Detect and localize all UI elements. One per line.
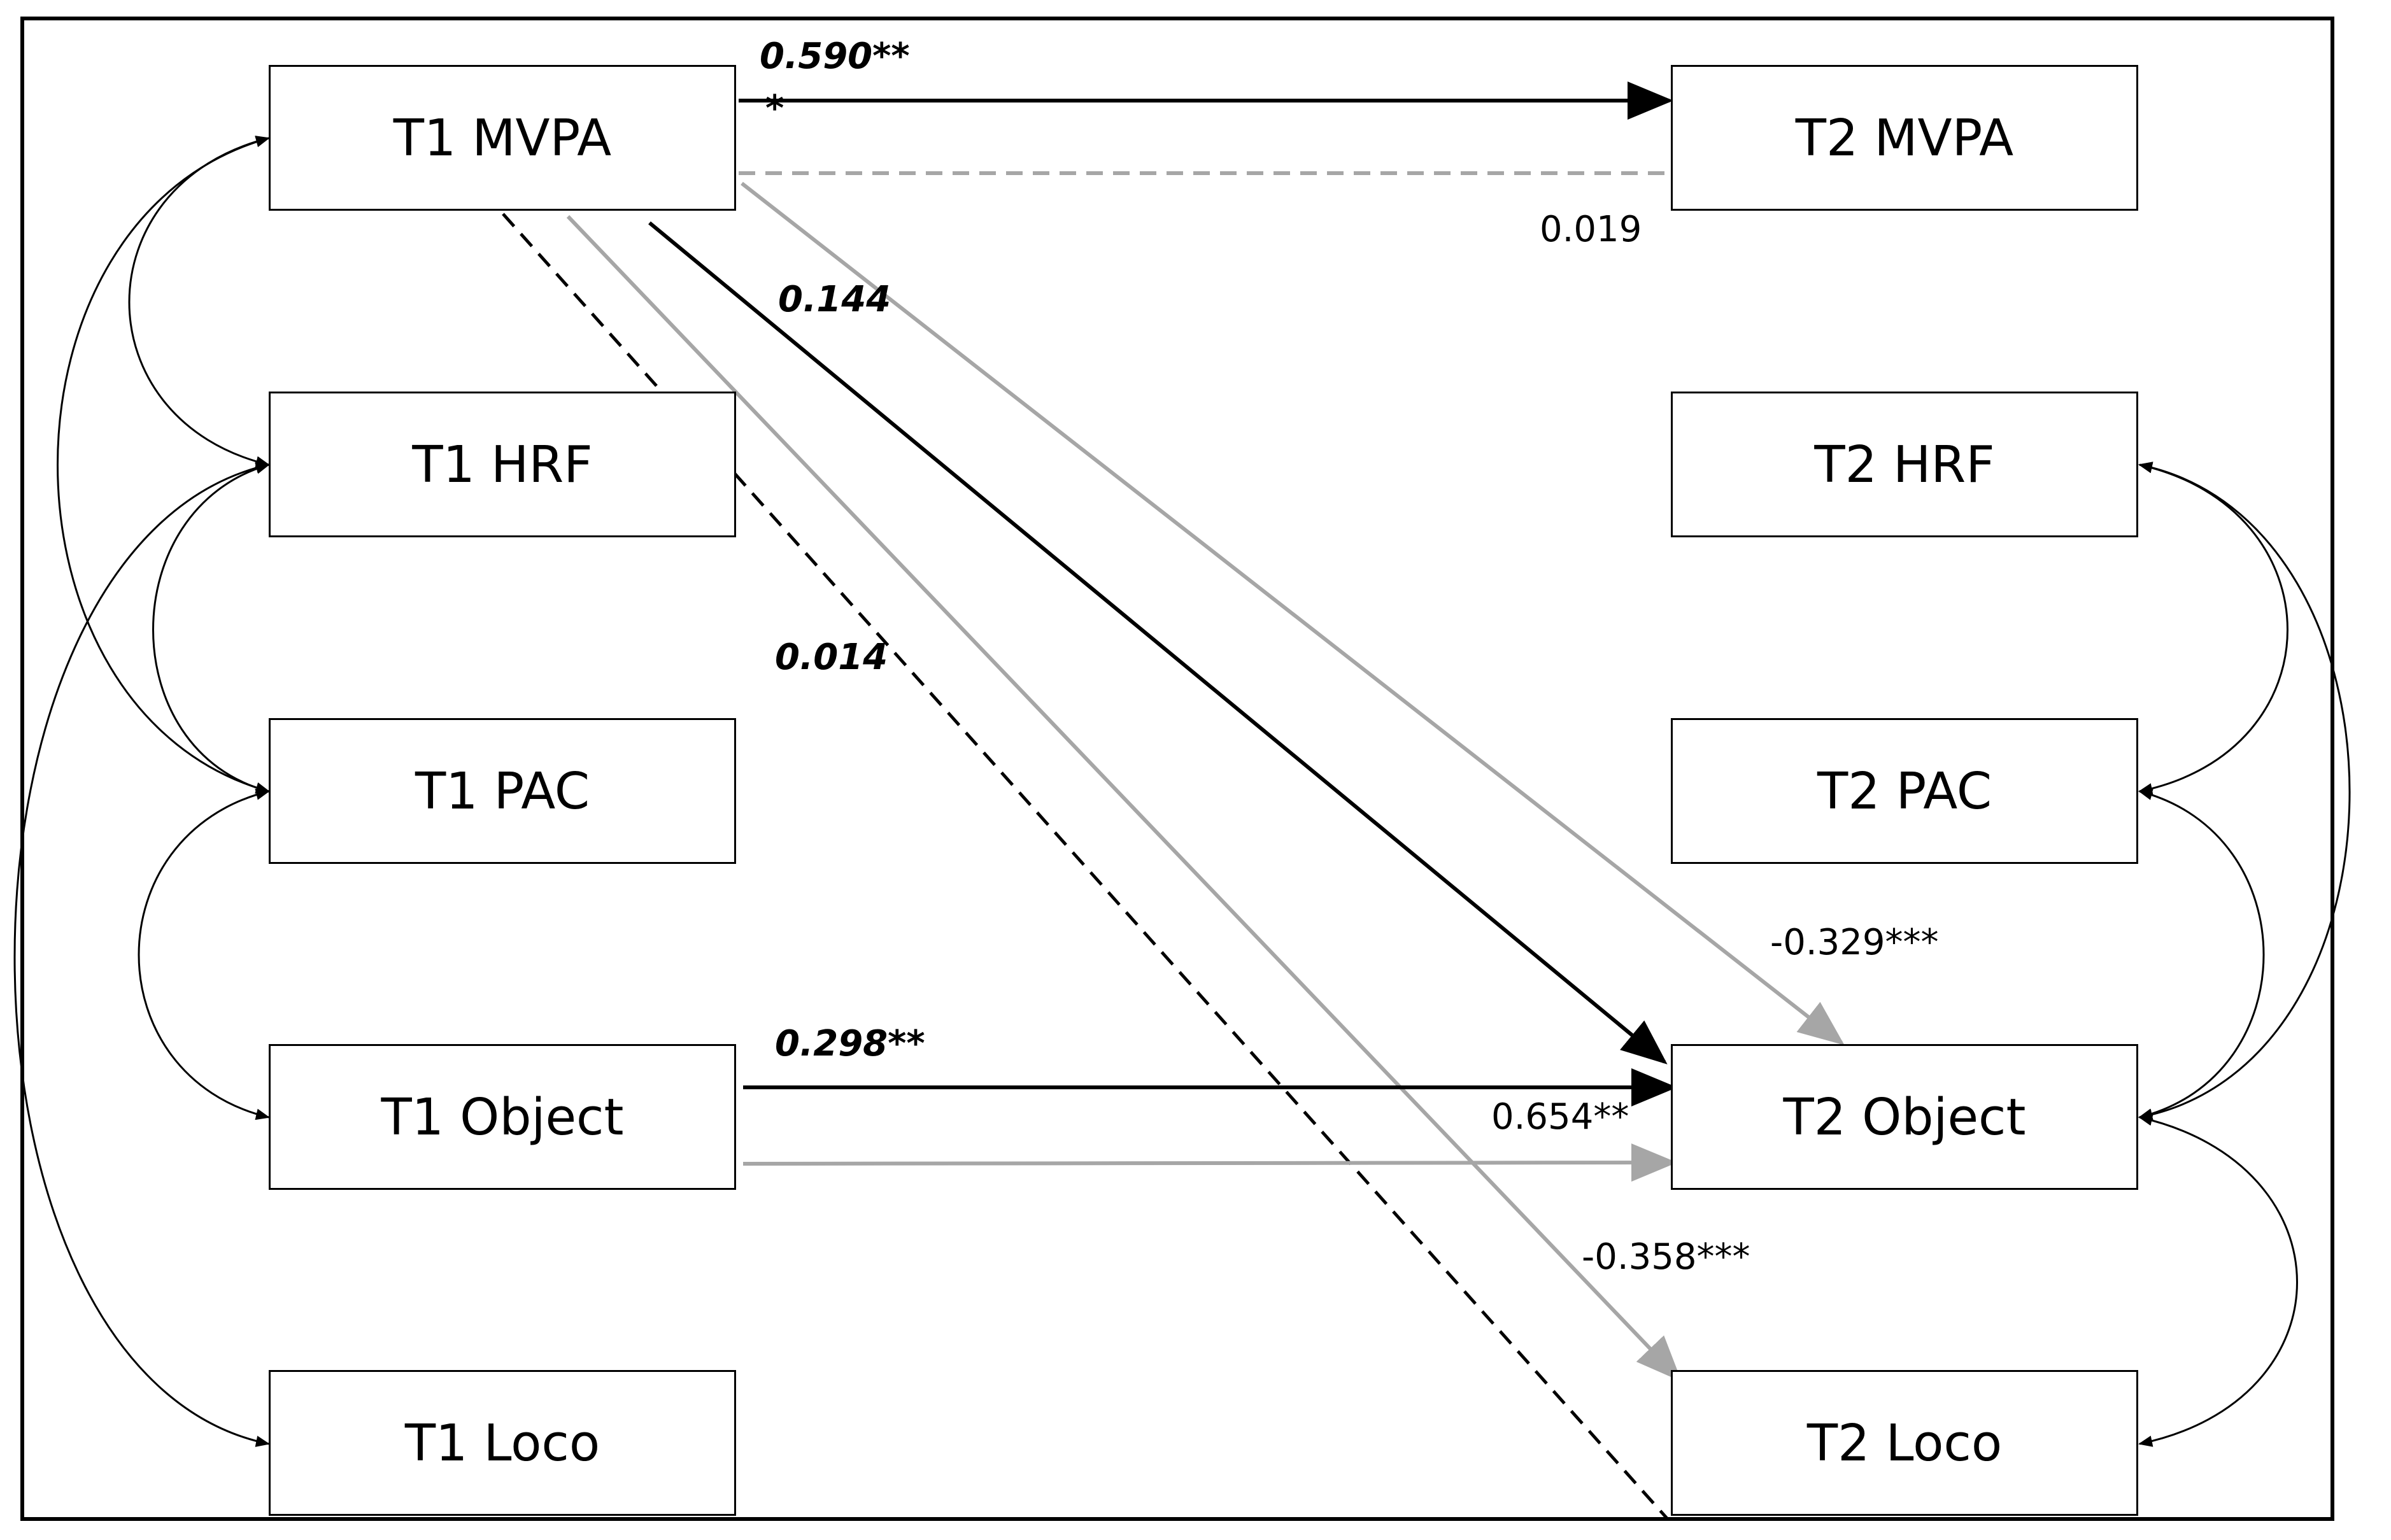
node-t1-hrf: T1 HRF [269, 392, 736, 537]
node-t2-mvpa: T2 MVPA [1671, 65, 2138, 211]
diagram-frame [20, 17, 2334, 1521]
cov-t2object-t2loco [2138, 1114, 2298, 1447]
node-t1-object: T1 Object [269, 1044, 736, 1190]
node-t2-loco: T2 Loco [1671, 1370, 2138, 1516]
cov-t1pac-t1object [138, 789, 270, 1120]
node-t1-loco: T1 Loco [269, 1370, 736, 1516]
coef-t1object-t2object-black: 0.298** [775, 1023, 925, 1064]
node-t1-mvpa: T1 MVPA [269, 65, 736, 211]
path-t1mvpa-t2object-gray [741, 181, 1845, 1045]
cov-t1hrf-t1loco [13, 462, 270, 1447]
path-t1object-t2object-gray [742, 1143, 1677, 1182]
node-t1-pac: T1 PAC [269, 718, 736, 864]
coef-t1mvpa-t2loco-black: 0.014 [775, 637, 888, 678]
cov-t2hrf-t2pac [2138, 462, 2288, 795]
coef-t1mvpa-t2mvpa-gray: 0.019 [1540, 209, 1642, 250]
node-t2-hrf: T2 HRF [1671, 392, 2138, 537]
coef-t1mvpa-t2loco-gray: -0.358*** [1582, 1236, 1750, 1278]
coef-t1mvpa-t2mvpa-black-star: * [765, 88, 784, 129]
node-t2-pac: T2 PAC [1671, 718, 2138, 864]
coef-t1mvpa-t2object-black: 0.144 [778, 279, 891, 320]
path-t1mvpa-t2loco-gray [566, 215, 1682, 1382]
coef-t1mvpa-t2object-gray: -0.329*** [1770, 922, 1939, 963]
coef-t1object-t2object-gray: 0.654** [1491, 1096, 1629, 1138]
cov-t1mvpa-t1pac [57, 136, 270, 794]
path-t1mvpa-t2loco-black [502, 213, 1668, 1520]
cov-t2pac-t2object [2138, 789, 2265, 1120]
coef-t1mvpa-t2mvpa-black: 0.590** [760, 36, 910, 77]
cov-t2hrf-t2object [2138, 462, 2351, 1121]
path-t1mvpa-t2object-black [648, 221, 1668, 1064]
cov-t1hrf-t1pac [152, 462, 270, 794]
cov-t1mvpa-t1hrf [128, 136, 270, 468]
node-t2-object: T2 Object [1671, 1044, 2138, 1190]
